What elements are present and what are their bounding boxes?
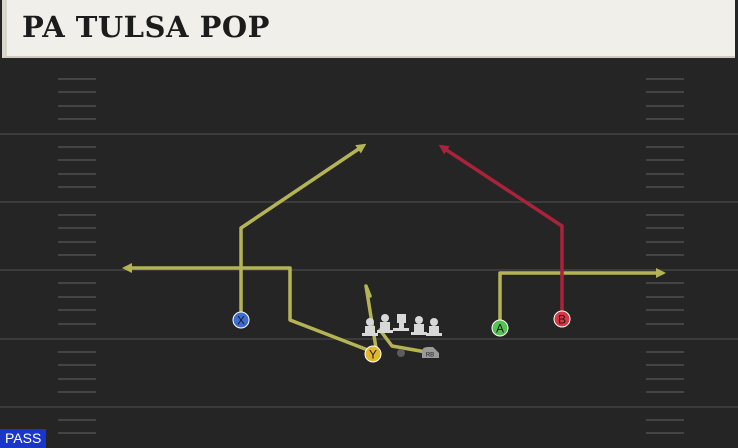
play-title-bar: PA TULSA POP [2,0,735,58]
lineman-icon [377,314,393,333]
running-back-icon[interactable]: RB [422,347,439,359]
x-post-route [239,143,367,320]
lineman-icon [426,318,442,336]
yard-line [0,133,738,135]
offensive-line [362,314,442,336]
yard-line [0,406,738,408]
b-post-route [438,144,564,320]
center-icon [393,314,409,331]
lineman-icon [362,318,378,336]
a-receiver[interactable]: A [491,319,509,337]
yard-line [0,338,738,340]
rb-release-route [378,328,428,354]
hash-marks-left [58,78,96,434]
lineman-icon [411,316,427,335]
play-title: PA TULSA POP [22,10,270,44]
y-receiver[interactable]: Y [364,345,382,363]
a-receiver-label: A [496,322,504,336]
b-receiver[interactable]: B [553,310,571,328]
quarterback-dot [397,349,405,357]
y-receiver-label: Y [369,348,377,362]
yard-lines [0,133,738,408]
x-receiver-label: X [237,314,245,328]
a-out-route [498,268,666,328]
b-receiver-label: B [558,313,566,327]
yard-line [0,269,738,271]
running-back-label: RB [426,353,434,359]
yard-line [0,201,738,203]
play-field: RB X Y A B [0,78,738,434]
x-receiver[interactable]: X [232,311,250,329]
hash-marks-right [646,78,684,434]
x-drag-route [122,263,375,354]
routes [122,143,666,354]
play-type-badge: PASS [0,429,47,448]
